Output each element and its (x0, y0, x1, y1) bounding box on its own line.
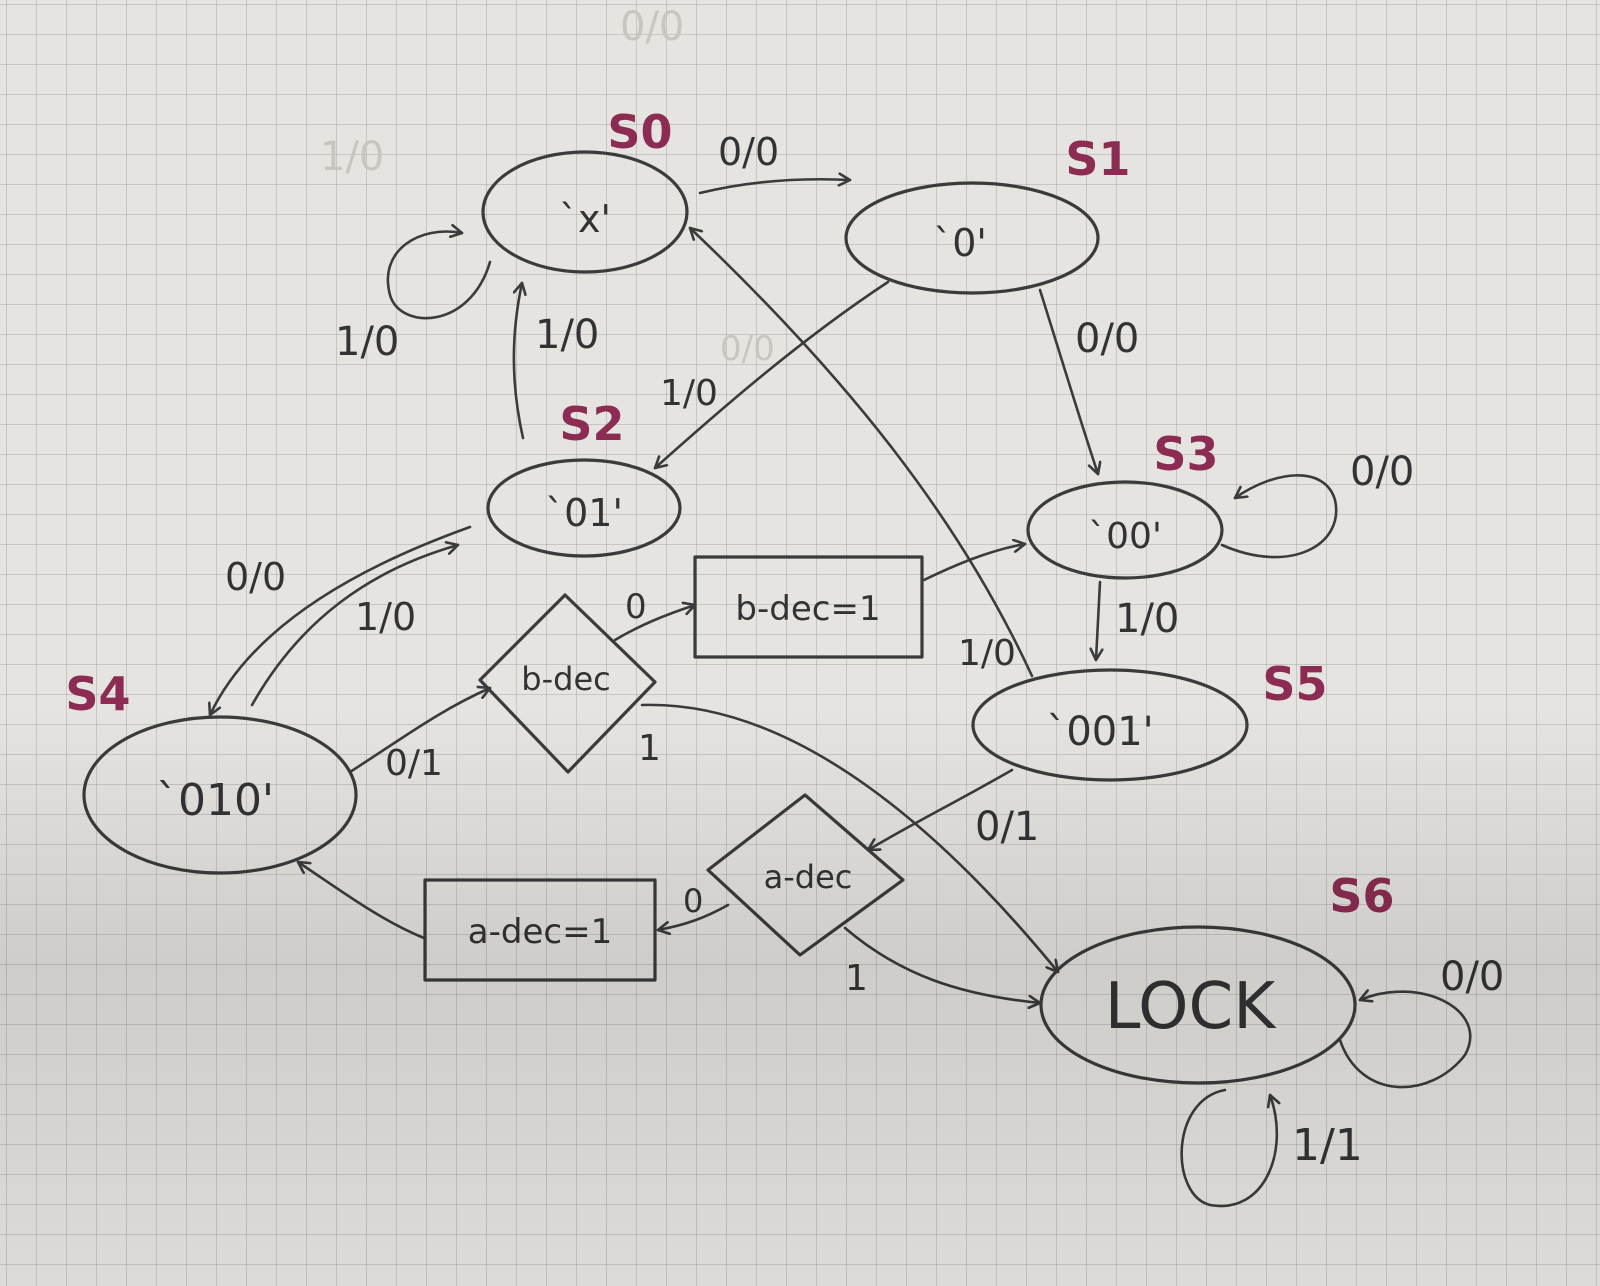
arrow-bdecset-s3 (922, 544, 1027, 582)
state-s0-name: S0 (607, 105, 672, 159)
faint-mark-topleft: 1/0 (320, 134, 384, 180)
action-a-dec-set: a-dec=1 (423, 878, 657, 982)
faint-mark-top: 0/0 (620, 4, 684, 50)
decision-b-dec: b-dec (478, 593, 657, 774)
state-s6-name: S6 (1329, 869, 1394, 923)
arrow-s5-s0 (688, 226, 1034, 678)
arrow-s6-self0 (1338, 992, 1472, 1089)
label-s6-self1: 1/1 (1292, 1120, 1363, 1171)
state-s6: LOCK S6 (1039, 869, 1395, 1085)
label-s5-s0: 1/0 (958, 633, 1016, 674)
decision-a-dec-label: a-dec (764, 858, 853, 896)
label-adec-1: 1 (845, 958, 868, 999)
label-s0-self: 1/0 (335, 319, 399, 365)
state-s4-name: S4 (65, 667, 130, 721)
state-s3-name: S3 (1153, 427, 1218, 481)
label-s2-s4: 0/0 (225, 555, 286, 599)
state-s4-value: `010' (156, 775, 274, 826)
decision-a-dec-diamond (706, 793, 905, 957)
state-s3-value: `00' (1088, 516, 1162, 557)
state-s1-ellipse (844, 181, 1100, 295)
state-s3-ellipse (1026, 480, 1224, 580)
arrow-s6-self1 (1180, 1088, 1277, 1208)
label-s1-s2: 1/0 (660, 373, 718, 414)
state-s4: `010' S4 (65, 667, 358, 875)
action-a-dec-set-box (423, 878, 657, 982)
state-s2-value: `01' (545, 491, 623, 535)
state-s0: `x' S0 (481, 105, 689, 274)
state-s1-value: `0' (933, 221, 987, 265)
arrow-adec-1-lock (843, 926, 1042, 1003)
label-s0-s1: 0/0 (718, 130, 779, 174)
arrow-s4-bdec (348, 688, 492, 774)
arrow-s0-self (386, 232, 492, 320)
arrow-s1-s3 (1038, 288, 1098, 476)
arrow-s2-s4 (210, 525, 472, 717)
arrow-s5-adec (866, 768, 1014, 852)
arrow-s2-s0 (512, 281, 523, 440)
label-adec-0: 0 (683, 882, 703, 920)
state-s0-ellipse (481, 150, 689, 274)
state-s2-name: S2 (559, 397, 624, 451)
action-b-dec-set-label: b-dec=1 (735, 589, 880, 629)
faint-mark-mid: 0/0 (720, 329, 775, 369)
label-s3-s5: 1/0 (1115, 596, 1179, 642)
arrow-s1-s2 (653, 280, 890, 470)
decision-b-dec-diamond (478, 593, 657, 774)
arrow-adec-0 (656, 903, 730, 930)
label-s2-s0: 1/0 (535, 312, 599, 358)
arrow-s3-s5 (1096, 580, 1100, 662)
state-s2-ellipse (486, 458, 682, 558)
state-s6-value: LOCK (1105, 970, 1277, 1044)
label-bdec-0: 0 (625, 587, 647, 627)
label-s4-s2: 1/0 (355, 595, 416, 639)
state-s5-ellipse (971, 668, 1249, 782)
state-s1-name: S1 (1065, 132, 1130, 186)
label-s4-bdec: 0/1 (385, 743, 443, 784)
arrow-adecset-s4 (296, 860, 426, 940)
state-s1: `0' S1 (844, 132, 1131, 295)
state-s3: `00' S3 (1026, 427, 1224, 580)
arrow-s4-s2 (250, 545, 460, 707)
decision-a-dec: a-dec (706, 793, 905, 957)
action-a-dec-set-label: a-dec=1 (468, 912, 612, 952)
label-s5-adec: 0/1 (975, 804, 1039, 850)
arrow-bdec-0 (613, 605, 697, 642)
label-s6-self0: 0/0 (1440, 954, 1504, 1000)
arrow-s3-self (1220, 474, 1338, 559)
label-s1-s3: 0/0 (1075, 316, 1139, 362)
state-s4-ellipse (82, 715, 358, 875)
state-s2: `01' S2 (486, 397, 682, 558)
label-bdec-1: 1 (638, 728, 661, 769)
arrow-bdec-1-lock (640, 703, 1060, 974)
decision-b-dec-label: b-dec (521, 660, 610, 698)
state-s5-value: `001' (1046, 709, 1153, 755)
arrow-s0-s1 (698, 179, 852, 195)
state-s5: `001' S5 (971, 657, 1328, 782)
action-b-dec-set: b-dec=1 (693, 555, 924, 659)
state-s0-value: `x' (559, 197, 611, 241)
label-s3-self: 0/0 (1350, 449, 1414, 495)
state-s5-name: S5 (1262, 657, 1327, 711)
